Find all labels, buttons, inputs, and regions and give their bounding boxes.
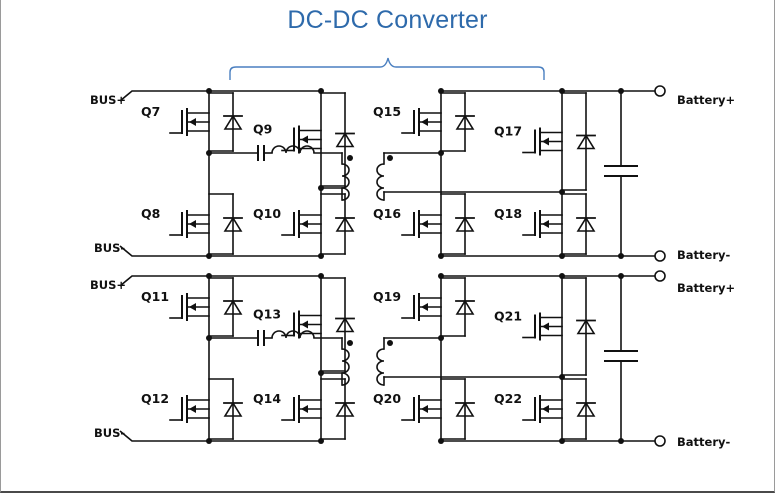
switch-label: Q21 xyxy=(494,309,522,324)
mosfet-symbol: Q21 xyxy=(494,277,596,376)
transformer-secondary xyxy=(376,163,385,201)
diagram-title: DC-DC Converter xyxy=(287,6,488,34)
junction-dot xyxy=(618,253,624,259)
switch-label: Q12 xyxy=(141,391,169,406)
mosfet-symbol: Q11 xyxy=(141,277,243,337)
mosfet-symbol: Q19 xyxy=(373,277,475,337)
switch-label: Q11 xyxy=(141,289,169,304)
mosfet-symbol: Q15 xyxy=(373,92,475,152)
bus-negative-label: BUS- xyxy=(94,426,125,440)
mosfet-symbol: Q10 xyxy=(253,193,355,255)
transformer-primary xyxy=(341,348,350,386)
battery-negative-label: Battery- xyxy=(677,435,730,449)
battery-positive-label: Battery+ xyxy=(677,93,735,107)
bus-negative-label: BUS- xyxy=(94,241,125,255)
mosfet-symbol: Q17 xyxy=(494,92,596,191)
battery-pos-terminal xyxy=(654,85,666,97)
bus-positive-label: BUS+ xyxy=(90,278,126,292)
switch-label: Q20 xyxy=(373,391,401,406)
polarity-dot xyxy=(347,155,353,161)
battery-positive-label: Battery+ xyxy=(677,281,735,295)
polarity-dot xyxy=(387,155,393,161)
battery-negative-label: Battery- xyxy=(677,248,730,262)
switch-label: Q8 xyxy=(141,206,160,221)
switch-label: Q15 xyxy=(373,104,401,119)
switch-label: Q19 xyxy=(373,289,401,304)
mosfet-symbol: Q9 xyxy=(253,92,355,187)
polarity-dot xyxy=(387,340,393,346)
mosfet-symbol: Q7 xyxy=(141,92,243,152)
bus-positive-label: BUS+ xyxy=(90,93,126,107)
switch-label: Q13 xyxy=(253,307,281,322)
junction-dot xyxy=(618,438,624,444)
mosfet-symbol: Q16 xyxy=(373,193,475,255)
switch-label: Q18 xyxy=(494,206,522,221)
battery-neg-terminal xyxy=(654,250,666,262)
junction-dot xyxy=(618,88,624,94)
mosfet-symbol: Q18 xyxy=(494,193,596,255)
switch-label: Q17 xyxy=(494,124,522,139)
polarity-dot xyxy=(347,340,353,346)
switch-label: Q16 xyxy=(373,206,401,221)
transformer-primary xyxy=(341,163,350,201)
mosfet-symbol: Q14 xyxy=(253,378,355,440)
switch-label: Q10 xyxy=(253,206,281,221)
mosfet-symbol: Q12 xyxy=(141,378,243,440)
mosfet-symbol: Q8 xyxy=(141,193,243,255)
mosfet-symbol: Q22 xyxy=(494,378,596,440)
junction-dot xyxy=(618,273,624,279)
battery-pos-terminal xyxy=(654,270,666,282)
switch-label: Q22 xyxy=(494,391,522,406)
switch-label: Q7 xyxy=(141,104,160,119)
mosfet-symbol: Q20 xyxy=(373,378,475,440)
title-brace xyxy=(229,57,545,80)
mosfet-symbol: Q13 xyxy=(253,277,355,372)
switch-label: Q14 xyxy=(253,391,281,406)
battery-neg-terminal xyxy=(654,435,666,447)
transformer-secondary xyxy=(376,348,385,386)
switch-label: Q9 xyxy=(253,122,272,137)
